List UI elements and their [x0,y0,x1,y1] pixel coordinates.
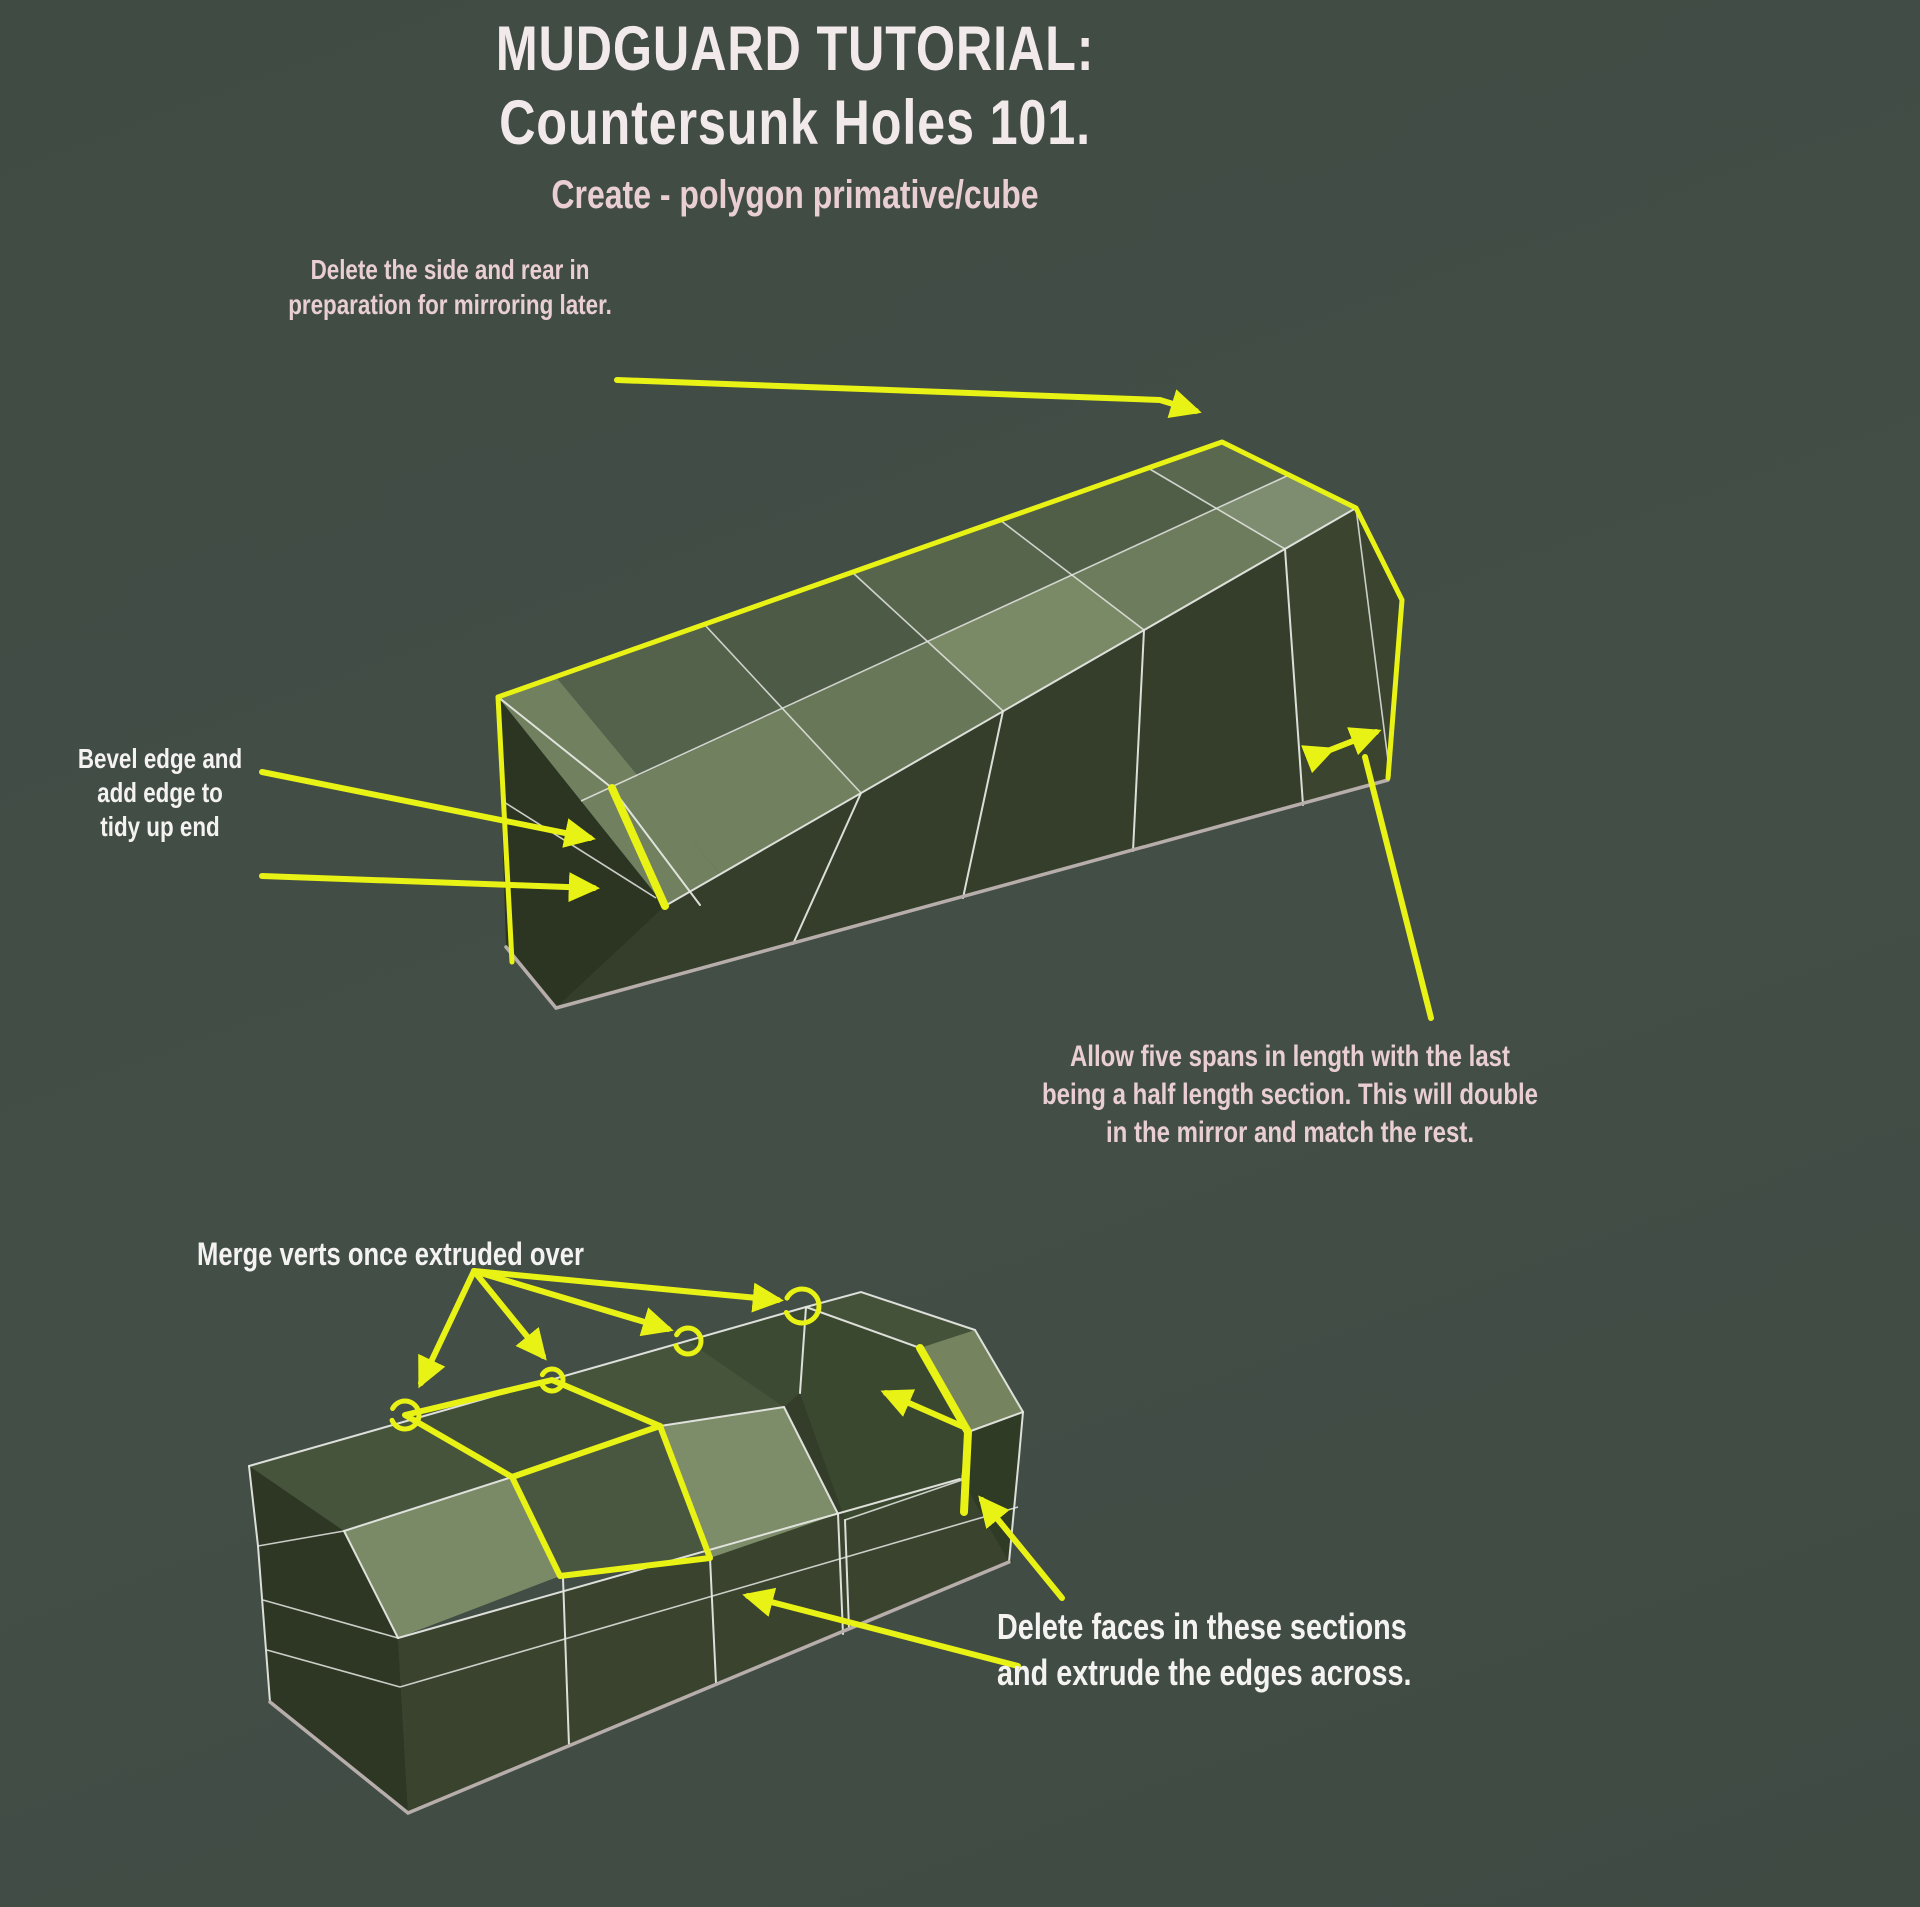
chamfer-face-1 [344,1477,560,1638]
merge-fan-arrow-2 [471,1268,547,1361]
annotation-line: being a half length section. This will d… [1041,1078,1539,1111]
top-face-cell [852,520,1072,642]
annotation-line: add edge to [97,777,223,808]
top-face-cell [783,642,1003,793]
annotation-delete-side-rear: Delete the side and rear in preparation … [150,252,750,322]
annotation-line: preparation for mirroring later. [288,289,612,320]
model-box-top [495,439,1405,1010]
merge-fan-arrow-4 [471,1268,784,1313]
wireframe-edges [248,1290,1025,1747]
annotation-five-spans: Allow five spans in length with the last… [940,1038,1640,1152]
annotation-line: and extrude the edges across. [997,1652,1412,1693]
title-line-2: Countersunk Holes 101. [499,88,1091,158]
tower-top-face [806,1292,975,1348]
chamfer-face-2 [660,1407,838,1558]
span-width-double-arrow [1301,727,1382,774]
left-end-face [249,1466,408,1813]
bevel-strip-face [498,677,720,906]
title-block: MUDGUARD TUTORIAL: Countersunk Holes 101… [295,12,1295,218]
top-face-cell [1072,509,1285,630]
deleted-boundary-outline [495,439,1405,965]
front-face [398,1479,1013,1813]
top-face-cell [1000,468,1217,575]
title-line-1: MUDGUARD TUTORIAL: [495,14,1095,84]
tower-chamfer-face [920,1330,1023,1432]
notch-floor [512,1426,710,1576]
end-cap-face [498,697,665,1008]
model-box-bottom [248,1286,1025,1816]
annotation-merge-verts: Merge verts once extruded over [197,1236,837,1272]
specular-edges [504,778,1390,1010]
annotation-line: Delete the side and rear in [310,254,590,285]
bevel-arrow-1 [259,769,596,848]
merge-vert-circle-1 [388,1398,422,1432]
delete-faces-arrow-2 [978,1495,1065,1601]
annotation-line: in the mirror and match the rest. [1105,1116,1475,1149]
front-face [556,508,1402,1008]
top-face-cell [638,709,861,874]
arrow-to-back-edge [614,377,1202,418]
merge-vert-circle-4 [782,1286,822,1326]
notch2-back-wall [688,1307,806,1407]
notch2-floor [784,1393,845,1518]
delete-faces-arrow-1 [742,1587,1021,1669]
merge-vert-circle-3 [672,1325,704,1357]
specular-edges [268,1560,1011,1816]
tower-chamfer-highlight [916,1344,972,1516]
notch-floor-back-edge [509,1423,663,1480]
right-end-face [1285,508,1402,805]
top-face-cell [556,624,783,776]
top-face-cell [928,575,1144,711]
annotation-line: Delete faces in these sections [997,1606,1407,1647]
bevel-arrow-2 [259,872,600,903]
merge-vert-circle-2 [538,1366,566,1394]
added-tidy-edge [503,801,657,899]
merge-fan-arrow-1 [418,1268,477,1389]
page-title: MUDGUARD TUTORIAL: Countersunk Holes 101… [295,12,1295,160]
bevel-edge-highlight [608,784,669,910]
annotation-line: Bevel edge and [77,743,243,774]
annotation-line: Merge verts once extruded over [197,1236,584,1272]
merge-fan-arrow-3 [471,1268,674,1337]
wireframe-edges [497,467,1391,945]
annotation-arrows [259,377,1434,1669]
subtitle: Create - polygon primative/cube [551,173,1039,217]
annotation-bevel-edge: Bevel edge and add edge to tidy up end [10,742,310,844]
tower-arrow [880,1389,969,1431]
annotation-line: Allow five spans in length with the last [1069,1040,1511,1073]
span-leader-line [1362,754,1434,1021]
annotation-delete-faces: Delete faces in these sections and extru… [997,1604,1637,1696]
annotation-line: tidy up end [100,811,220,842]
